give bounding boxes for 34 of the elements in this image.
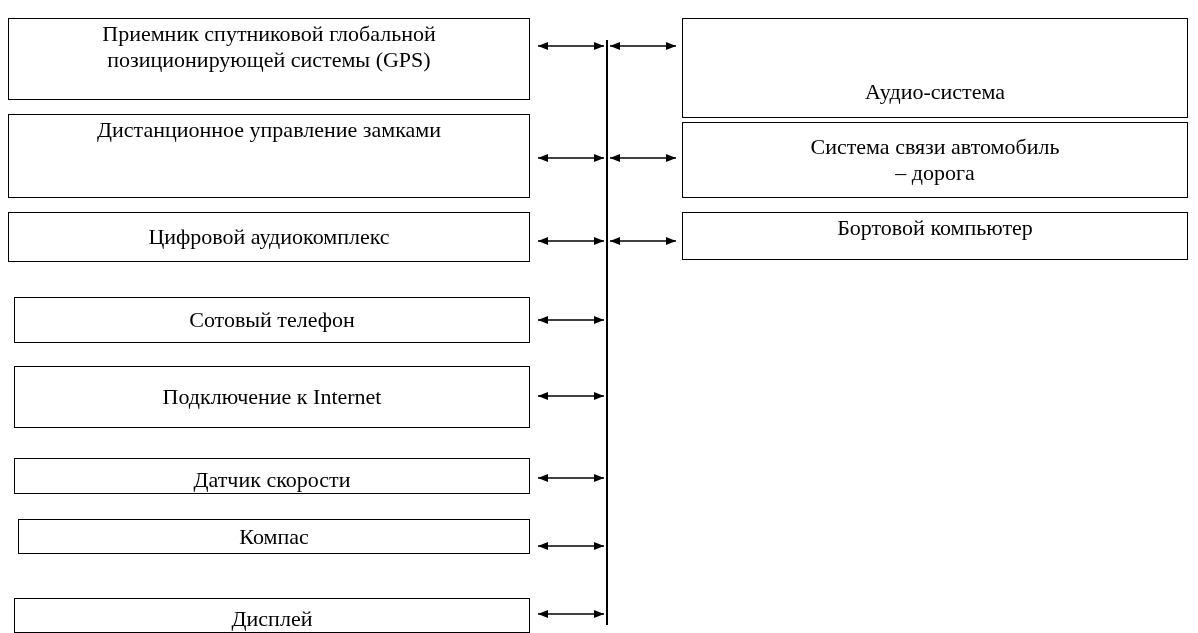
double-arrow [537, 474, 605, 482]
double-arrow [537, 316, 605, 324]
component-box [8, 212, 530, 262]
component-label: Приемник спутниковой глобальной позиционирующей системы (GPS) [101, 21, 437, 73]
component-box [14, 297, 530, 343]
double-arrow [537, 542, 605, 550]
bus-line [606, 40, 608, 625]
component-box [14, 598, 530, 633]
component-box [682, 18, 1188, 118]
component-label: Дисплей [231, 606, 313, 632]
component-box [8, 18, 530, 100]
component-label: Датчик скорости [193, 467, 351, 493]
double-arrow [609, 42, 677, 50]
double-arrow [537, 610, 605, 618]
double-arrow [609, 154, 677, 162]
double-arrow [537, 392, 605, 400]
component-box [14, 458, 530, 494]
component-label: Бортовой компьютер [837, 215, 1033, 241]
component-label: Компас [239, 523, 309, 550]
component-label: Подключение к Internet [162, 384, 382, 410]
component-label: Аудио-система [865, 79, 1005, 105]
component-box [682, 122, 1188, 198]
double-arrow [537, 154, 605, 162]
component-label: Цифровой аудиокомплекс [148, 224, 390, 250]
double-arrow [537, 237, 605, 245]
component-box [682, 212, 1188, 260]
component-box [8, 114, 530, 198]
component-box [14, 366, 530, 428]
double-arrow [609, 237, 677, 245]
component-box [18, 519, 530, 554]
component-label: Сотовый телефон [189, 307, 355, 333]
component-label: Система связи автомобиль – дорога [810, 134, 1060, 186]
component-label: Дистанционное управление замками [97, 117, 441, 143]
double-arrow [537, 42, 605, 50]
